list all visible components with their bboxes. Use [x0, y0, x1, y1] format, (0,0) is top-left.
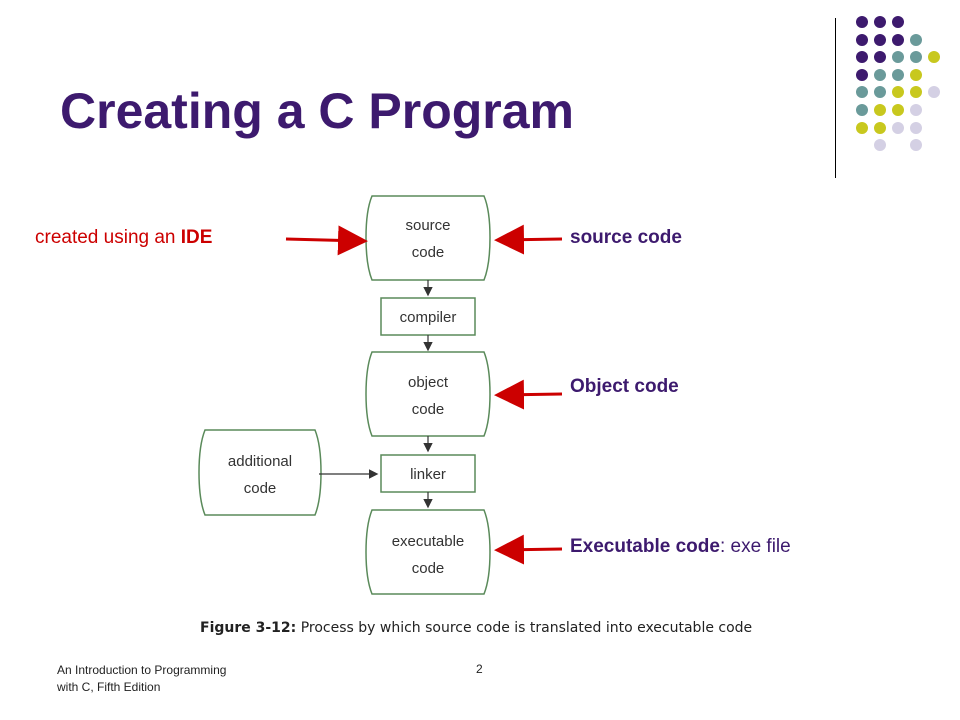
source-code-document: source code: [365, 195, 491, 281]
footer-book-title: An Introduction to Programming with C, F…: [57, 662, 277, 696]
doc-text-line2: code: [412, 244, 445, 261]
dot: [892, 104, 904, 116]
dot: [892, 51, 904, 63]
dot: [874, 122, 886, 134]
dot: [910, 51, 922, 63]
dot: [856, 16, 868, 28]
document-shape: [365, 195, 491, 281]
annotation-exe-rest: : exe file: [719, 536, 791, 557]
annotation-object-code: Object code: [570, 376, 679, 397]
dot: [910, 104, 922, 116]
dot: [892, 34, 904, 46]
figure-caption-label: Figure 3-12:: [200, 620, 297, 636]
dot: [874, 34, 886, 46]
dot: [892, 16, 904, 28]
dot: [856, 69, 868, 81]
dot: [910, 139, 922, 151]
decorative-dot-grid: [856, 16, 940, 151]
figure-caption-text: Process by which source code is translat…: [296, 620, 753, 636]
document-shape: [365, 351, 491, 437]
slide-title: Creating a C Program: [60, 83, 575, 139]
red-arrow-object: [494, 379, 563, 410]
footer-line2: with C, Fifth Edition: [57, 680, 161, 694]
doc-text-line1: additional: [228, 453, 292, 470]
doc-text-line1: source: [405, 217, 450, 234]
dot: [892, 122, 904, 134]
dot: [910, 86, 922, 98]
dot: [892, 86, 904, 98]
dot: [910, 69, 922, 81]
annotation-ide-text: created using an: [35, 227, 181, 248]
linker-box: linker: [380, 454, 476, 493]
compiler-box: compiler: [380, 297, 476, 336]
dot: [928, 51, 940, 63]
annotation-ide-bold: IDE: [180, 227, 213, 248]
red-arrow-source: [494, 224, 563, 255]
decorative-divider: [835, 18, 836, 178]
doc-text-line2: code: [412, 560, 445, 577]
dot: [856, 51, 868, 63]
dot: [874, 139, 886, 151]
dot: [928, 86, 940, 98]
doc-text-line2: code: [244, 480, 277, 497]
annotation-source-code: source code: [570, 227, 682, 248]
dot: [892, 69, 904, 81]
dot: [910, 34, 922, 46]
doc-text-line2: code: [412, 401, 445, 418]
dot: [856, 86, 868, 98]
compile-flow-diagram: source code compiler object code additio…: [198, 195, 563, 595]
page-number: 2: [476, 662, 483, 676]
executable-code-document: executable code: [365, 509, 491, 595]
document-shape: [365, 509, 491, 595]
dot: [874, 86, 886, 98]
annotation-ide: created using an IDE: [35, 227, 212, 249]
doc-text-line1: executable: [392, 533, 465, 550]
dot: [874, 69, 886, 81]
dot: [856, 104, 868, 116]
figure-caption: Figure 3-12: Process by which source cod…: [200, 620, 752, 636]
dot: [856, 34, 868, 46]
annotation-exe-bold: Executable code: [570, 536, 720, 557]
document-shape: [198, 429, 322, 516]
doc-text-line1: object: [408, 374, 449, 391]
dot: [874, 104, 886, 116]
footer-line1: An Introduction to Programming: [57, 663, 227, 677]
dot: [874, 51, 886, 63]
annotation-executable-code: Executable code: exe file: [570, 536, 791, 558]
red-arrow-ide: [285, 225, 368, 256]
compiler-label: compiler: [400, 309, 457, 326]
additional-code-document: additional code: [198, 429, 322, 516]
object-code-document: object code: [365, 351, 491, 437]
dot: [856, 122, 868, 134]
dot: [910, 122, 922, 134]
process-box: [380, 454, 476, 493]
dot: [874, 16, 886, 28]
red-arrow-executable: [494, 534, 563, 565]
linker-label: linker: [410, 466, 446, 483]
